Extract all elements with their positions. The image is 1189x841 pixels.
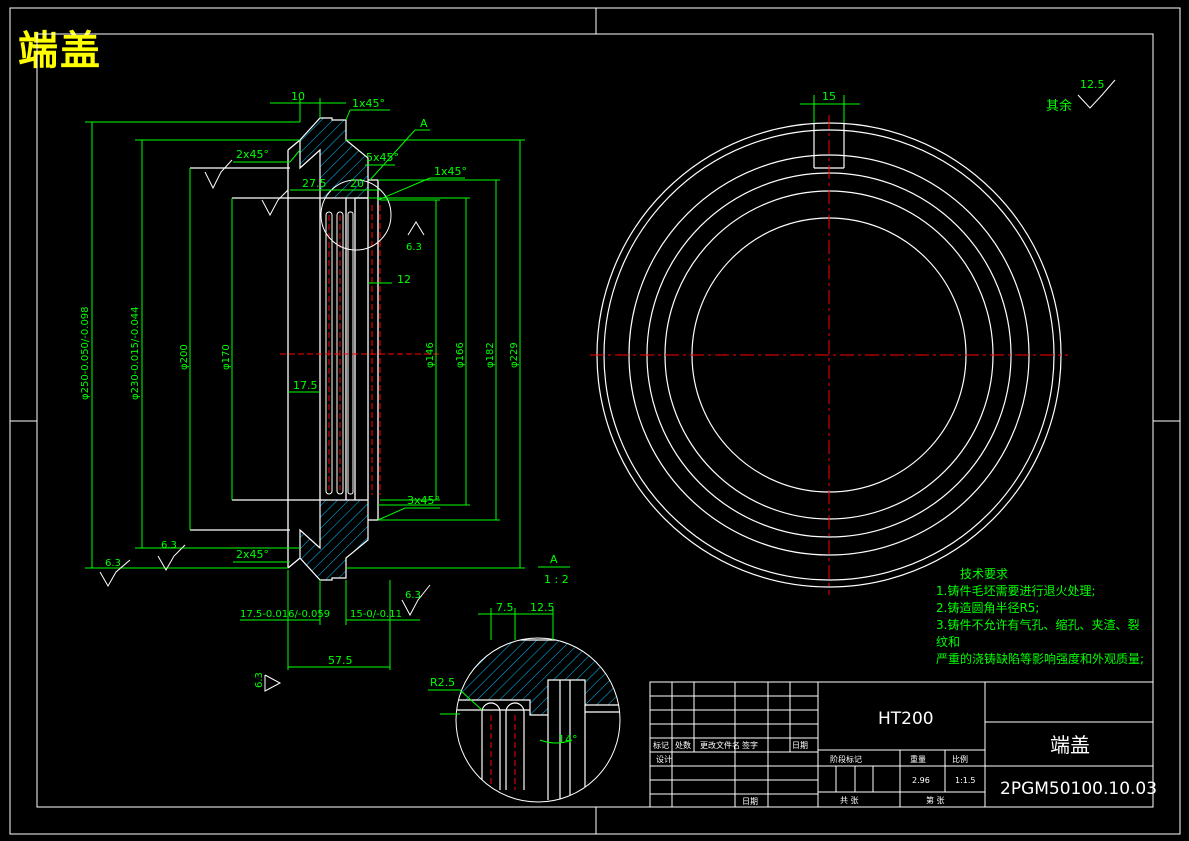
dim-chamfer-6: 2x45°: [236, 548, 269, 561]
dim-27-5: 27.5: [302, 177, 327, 190]
dim-dia-229: φ229: [509, 342, 520, 368]
tb-design: 设计: [656, 754, 672, 764]
dim-dia-166: φ166: [455, 342, 466, 368]
dim-20: 20: [350, 177, 364, 190]
roughness-3: 6.3: [405, 590, 421, 601]
tb-header-4: 日期: [792, 741, 808, 750]
roughness-symbols: [99, 79, 1116, 692]
dim-dia-170: φ170: [221, 344, 232, 370]
detail-dim-7-5: 7.5: [496, 601, 514, 614]
dim-17-5: 17.5: [293, 379, 318, 392]
drawing-title: 端盖: [18, 27, 102, 74]
tb-weight-value: 2.96: [912, 776, 930, 785]
tb-stage: 阶段标记: [830, 754, 862, 764]
section-view: [85, 79, 1116, 692]
dim-dia-200: φ200: [179, 344, 190, 370]
section-marker-a: A: [420, 117, 428, 130]
tech-requirements: 技术要求 1.铸件毛坯需要进行退火处理; 2.铸造圆角半径R5; 3.铸件不允许…: [936, 566, 1146, 668]
roughness-other: 其余: [1046, 98, 1072, 114]
tb-scale: 比例: [952, 754, 968, 764]
tech-line-1: 1.铸件毛坯需要进行退火处理;: [936, 584, 1096, 598]
detail-view: [428, 608, 621, 803]
tb-scale-value: 1:1.5: [955, 776, 976, 785]
right-width: 15: [822, 90, 836, 103]
tech-heading: 技术要求: [960, 567, 1009, 581]
detail-scale: 1 : 2: [544, 573, 569, 586]
detail-angle: 14°: [558, 733, 578, 746]
tb-sheet: 第 张: [926, 795, 945, 805]
tb-weight: 重量: [910, 754, 926, 764]
dim-chamfer-3: 5x45°: [366, 151, 399, 164]
roughness-other-value: 12.5: [1080, 78, 1105, 91]
tb-part-name: 端盖: [1050, 733, 1090, 757]
title-block: [649, 681, 1154, 808]
tb-material: HT200: [878, 709, 934, 729]
dim-bottom-1: 17.5-0.016/-0.059: [240, 609, 330, 620]
dim-top-width: 10: [291, 90, 305, 103]
hatch-top: [299, 117, 369, 199]
dim-bottom-3: 57.5: [328, 654, 353, 667]
detail-dim-12-5: 12.5: [530, 601, 555, 614]
tech-line-2: 2.铸造圆角半径R5;: [936, 601, 1040, 615]
tb-header-3: 签字: [742, 740, 758, 750]
dim-chamfer-5: 3x45°: [407, 494, 440, 507]
detail-radius: R2.5: [430, 676, 455, 689]
tb-date: 日期: [742, 797, 758, 806]
dim-dia-146: φ146: [425, 342, 436, 368]
roughness-5: 6.3: [254, 672, 265, 688]
dim-12: 12: [397, 273, 411, 286]
roughness-2: 6.3: [161, 540, 177, 551]
dim-dia-182: φ182: [485, 342, 496, 368]
dim-chamfer-4: 1x45°: [434, 165, 467, 178]
tb-header-0: 标记: [653, 740, 669, 750]
roughness-1: 6.3: [105, 558, 121, 569]
tb-total: 共 张: [840, 796, 859, 805]
tech-line-4: 严重的浇铸缺陷等影响强度和外观质量;: [936, 652, 1145, 666]
roughness-4: 6.3: [406, 242, 422, 253]
tb-drawing-no: 2PGM50100.10.03: [1000, 779, 1157, 799]
tech-line-3: 3.铸件不允许有气孔、缩孔、夹渣、裂纹和: [936, 618, 1140, 649]
tb-header-2: 更改文件名: [700, 740, 740, 750]
dim-chamfer-2: 2x45°: [236, 148, 269, 161]
dim-chamfer-1: 1x45°: [352, 97, 385, 110]
dim-dia-230: φ230-0.015/-0.044: [130, 306, 141, 400]
tb-header-1: 处数: [675, 740, 691, 750]
detail-label-a: A: [550, 553, 558, 566]
dim-dia-250: φ250-0.050/-0.098: [80, 306, 91, 400]
sheet-frame: [9, 7, 1181, 835]
dim-bottom-2: 15-0/-0.11: [350, 609, 402, 620]
